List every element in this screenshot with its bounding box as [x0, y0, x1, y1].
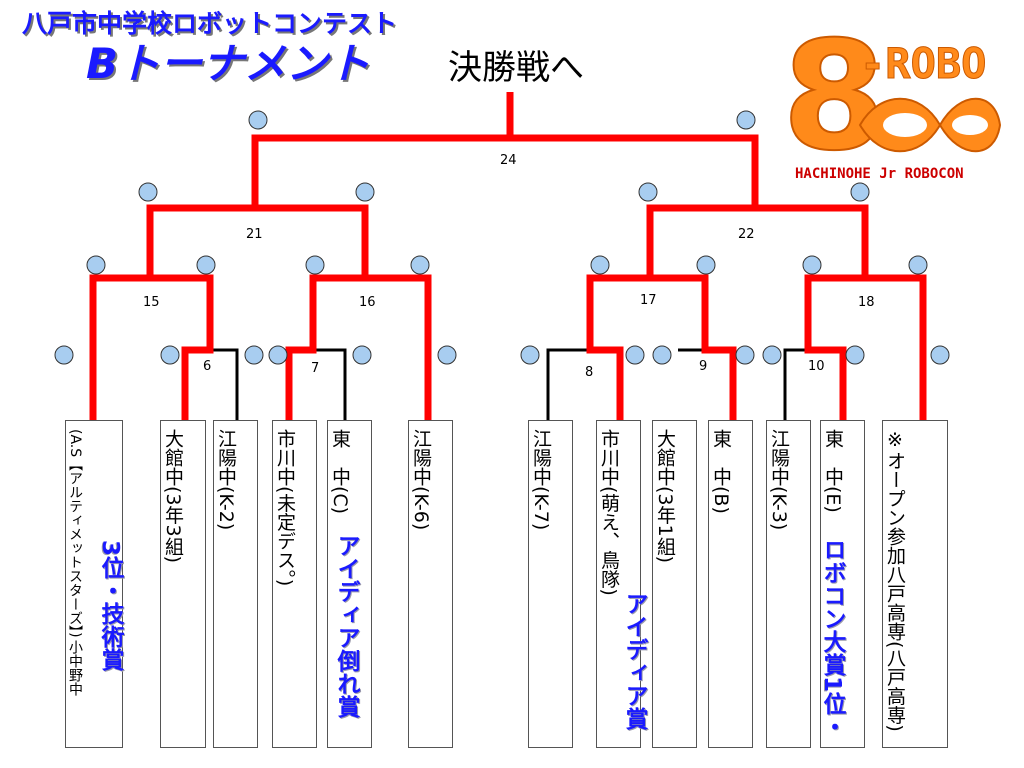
team-box: 八戸高専(八戸高専) ※オープン参加: [882, 420, 948, 748]
match-number: 24: [500, 153, 517, 168]
team-box: 東 中(B): [708, 420, 753, 748]
bracket-nodes: [54, 110, 950, 365]
match-number: 9: [699, 359, 707, 374]
match-number: 21: [246, 227, 263, 242]
team-box: 大館中(3年1組): [652, 420, 697, 748]
final-label: 決勝戦へ: [448, 48, 584, 88]
contest-subtitle: 八戸市中学校ロボットコンテスト: [22, 9, 398, 38]
team-name: 東 中(C): [329, 429, 351, 515]
team-name: 江陽中(K-6): [410, 429, 432, 531]
team-name: 市川中(萌え、鳥隊): [598, 429, 620, 596]
logo-eight: 8: [782, 20, 886, 184]
match-number: 7: [311, 361, 319, 376]
team-name: 市川中(未定デス。): [274, 429, 296, 587]
team-name: 小中野中 (A.S【アルティメットスターズ】): [67, 429, 83, 696]
match-number: 8: [585, 365, 593, 380]
team-box: 江陽中(K-2): [213, 420, 258, 748]
match-number: 10: [808, 359, 825, 374]
match-number: 22: [738, 227, 755, 242]
team-name: 大館中(3年1組): [654, 429, 676, 564]
team-name: 東 中(B): [710, 429, 732, 514]
award-first-grand: 1位・ ロボコン大賞: [819, 538, 845, 739]
award-third-technical: 3位・技術賞: [97, 540, 123, 672]
team-name: 大館中(3年3組): [162, 429, 184, 564]
team-box: 江陽中(K-6): [408, 420, 453, 748]
team-box: 東 中(E): [820, 420, 865, 748]
match-number: 18: [858, 295, 875, 310]
team-name: 東 中(E): [822, 429, 844, 513]
team-box: 大館中(3年3組): [160, 420, 206, 748]
logo-tagline: HACHINOHE Jr ROBOCON: [795, 166, 964, 182]
team-box: 小中野中 (A.S【アルティメットスターズ】): [65, 420, 123, 748]
robocon-logo: 8 -ROBO HACHINOHE Jr ROBOCON: [781, 20, 1002, 185]
team-box: 江陽中(K-3): [766, 420, 811, 748]
match-number: 17: [640, 293, 657, 308]
team-box: 江陽中(K-7): [528, 420, 573, 748]
tournament-header: 八戸市中学校ロボットコンテスト Bトーナメント: [22, 8, 442, 88]
team-name: 江陽中(K-2): [215, 429, 237, 531]
winner-lines: [89, 92, 927, 420]
match-number: 16: [359, 295, 376, 310]
match-number: 6: [203, 359, 211, 374]
logo-infinity: [858, 97, 1002, 153]
team-box: 市川中(未定デス。): [272, 420, 317, 748]
team-box: 市川中(萌え、鳥隊): [596, 420, 641, 748]
match-numbers: 6 7 8 9 10 15 16 17 18 21 22 24: [143, 153, 875, 380]
tournament-title: Bトーナメント: [86, 39, 371, 88]
logo-robo-text: -ROBO: [860, 39, 986, 88]
match-number: 15: [143, 295, 160, 310]
award-idea-flop: アイディア倒れ賞: [333, 534, 359, 718]
team-name: 江陽中(K-7): [530, 429, 552, 531]
award-idea: アイディア賞: [621, 592, 647, 730]
team-name: 八戸高専(八戸高専) ※オープン参加: [884, 429, 906, 732]
team-name: 江陽中(K-3): [768, 429, 790, 531]
team-box: 東 中(C): [327, 420, 372, 748]
